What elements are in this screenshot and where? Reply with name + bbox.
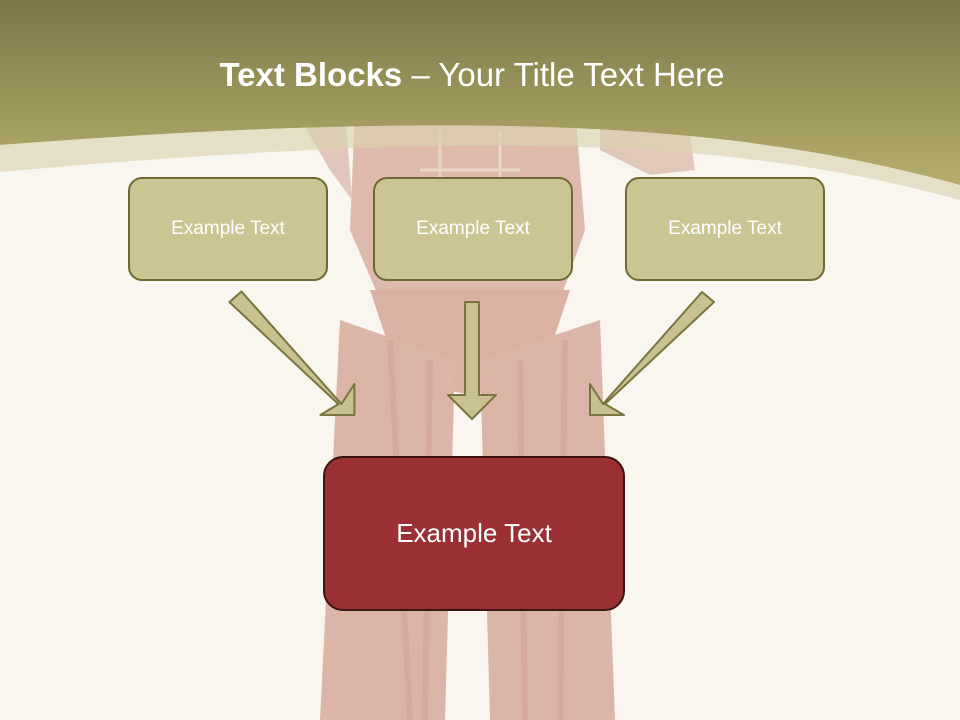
- text-block-top-left: Example Text: [128, 177, 328, 281]
- arrow-left-to-center: [228, 290, 356, 416]
- text-block-top-right-label: Example Text: [668, 218, 782, 239]
- text-block-top-right: Example Text: [625, 177, 825, 281]
- header-band: [0, 0, 960, 185]
- text-block-top-center: Example Text: [373, 177, 573, 281]
- arrow-right-to-center: [589, 291, 715, 416]
- text-block-bottom: Example Text: [323, 456, 625, 611]
- text-block-bottom-label: Example Text: [396, 518, 552, 548]
- arrow-middle-to-center: [447, 301, 497, 420]
- slide-title-dash: –: [402, 56, 439, 93]
- slide-title-bold: Text Blocks: [219, 56, 403, 93]
- text-block-top-left-label: Example Text: [171, 218, 285, 239]
- header-curve-highlight: [0, 125, 960, 200]
- text-block-top-center-label: Example Text: [416, 218, 530, 239]
- slide-title-rest: Your Title Text Here: [438, 56, 725, 93]
- slide-title: Text Blocks – Your Title Text Here: [0, 52, 944, 98]
